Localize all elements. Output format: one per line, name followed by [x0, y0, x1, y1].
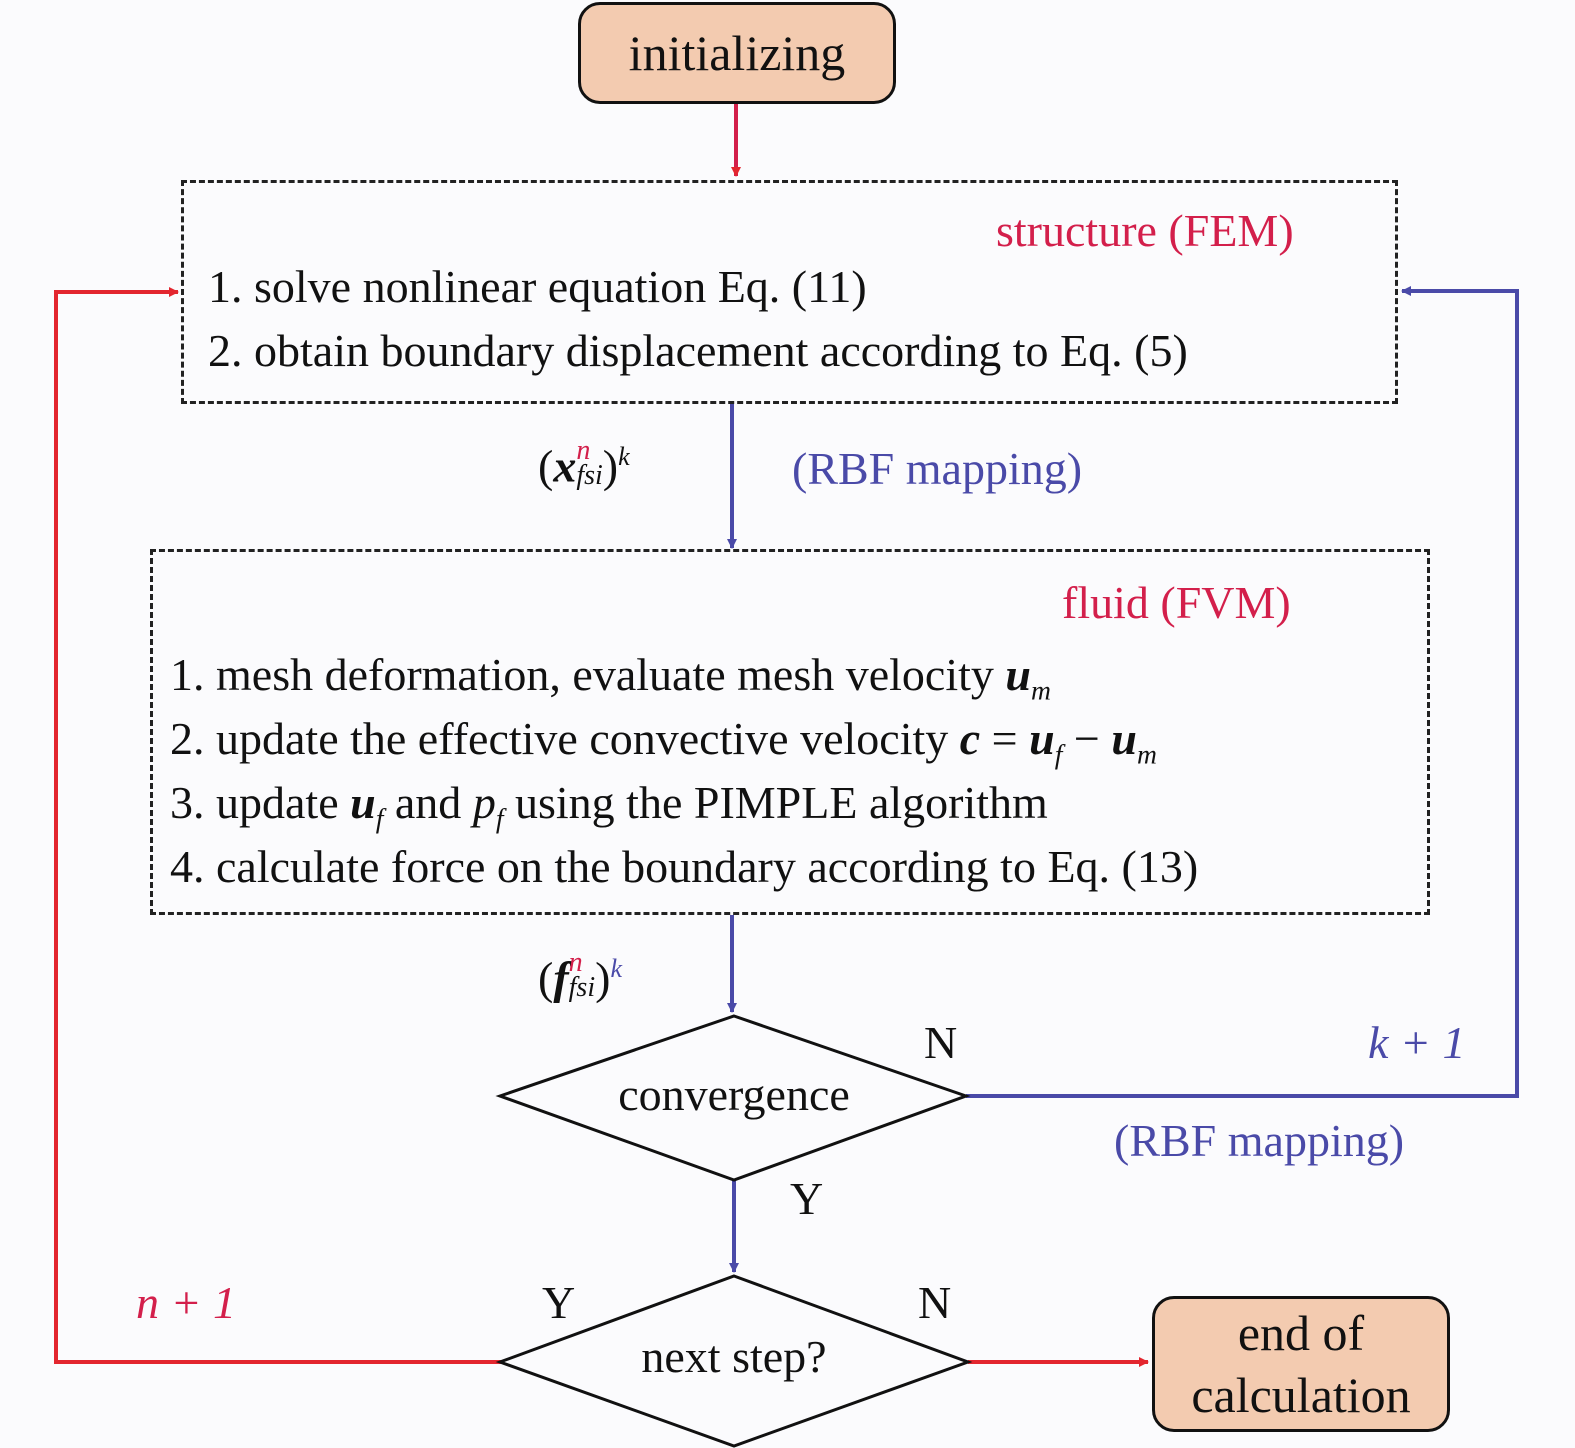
next-step-diamond [495, 1274, 973, 1448]
fluid-group [150, 549, 1430, 915]
fluid-step-2: 2. update the effective convective veloc… [170, 713, 1157, 770]
structure-steps: 1. solve nonlinear equation Eq. (11) 2. … [208, 264, 1188, 392]
structure-group [181, 180, 1398, 404]
fluid-step-1: 1. mesh deformation, evaluate mesh veloc… [170, 649, 1051, 706]
fluid-steps: 1. mesh deformation, evaluate mesh veloc… [170, 652, 1198, 908]
next-step-yes-label: Y [542, 1277, 576, 1328]
end-label-line-1: end of [1237, 1304, 1365, 1361]
structure-title: structure (FEM) [996, 205, 1294, 256]
rbf-mapping-label-bottom: (RBF mapping) [1114, 1115, 1405, 1166]
end-label-line-2: calculation [1191, 1367, 1411, 1423]
structure-step-1: 1. solve nonlinear equation Eq. (11) [208, 261, 867, 312]
convergence-label: convergence [618, 1069, 850, 1120]
fluid-title: fluid (FVM) [1062, 577, 1291, 628]
convergence-no-label: N [924, 1017, 958, 1068]
next-step-label: next step? [641, 1331, 827, 1382]
fluid-step-4: 4. calculate force on the boundary accor… [170, 841, 1199, 892]
structure-step-2: 2. obtain boundary displacement accordin… [208, 325, 1188, 376]
time-step-increment-label: n + 1 [136, 1277, 237, 1328]
rbf-mapping-label-top: (RBF mapping) [792, 443, 1083, 494]
iteration-increment-label: k + 1 [1368, 1017, 1466, 1068]
end-node: end of calculation [1152, 1296, 1450, 1432]
fluid-step-3: 3. update uf and pf using the PIMPLE alg… [170, 777, 1048, 834]
arrow-next-step-loop-back [54, 287, 502, 1364]
next-step-no-label: N [918, 1277, 952, 1328]
arrow-convergence-loop-back [966, 286, 1519, 1098]
initializing-node: initializing [578, 2, 896, 104]
initializing-label: initializing [628, 24, 846, 81]
convergence-diamond [495, 1014, 971, 1182]
convergence-yes-label: Y [790, 1173, 824, 1224]
